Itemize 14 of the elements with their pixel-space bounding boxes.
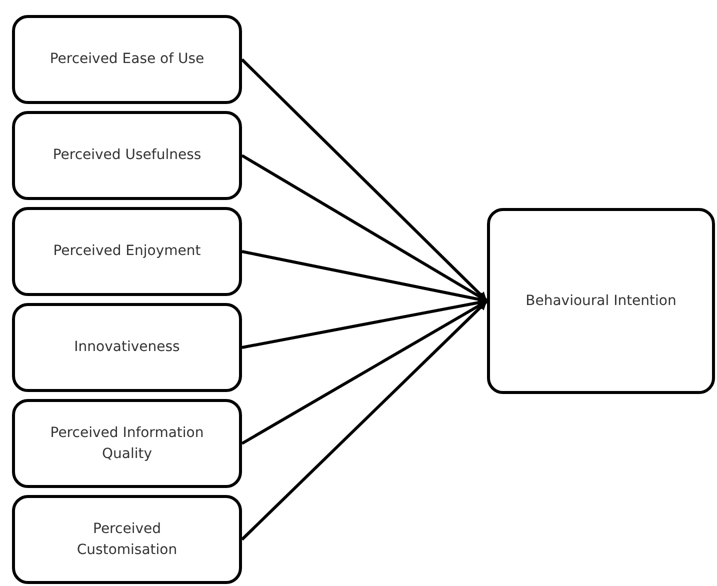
rounded-box <box>12 111 242 200</box>
rounded-box <box>12 399 242 488</box>
node-label: Perceived Enjoyment <box>53 242 201 262</box>
node-label: Perceived Customisation <box>76 520 178 560</box>
rounded-box <box>12 207 242 296</box>
node-label: Perceived Information Quality <box>49 424 205 464</box>
node-label: Innovativeness <box>74 338 180 358</box>
node-label: Behavioural Intention <box>526 292 676 311</box>
rounded-box <box>487 208 715 394</box>
node-label: Perceived Usefulness <box>52 146 202 166</box>
rounded-box <box>12 15 242 104</box>
rounded-box <box>12 495 242 584</box>
node-label: Perceived Ease of Use <box>50 50 204 70</box>
rounded-box <box>12 303 242 392</box>
